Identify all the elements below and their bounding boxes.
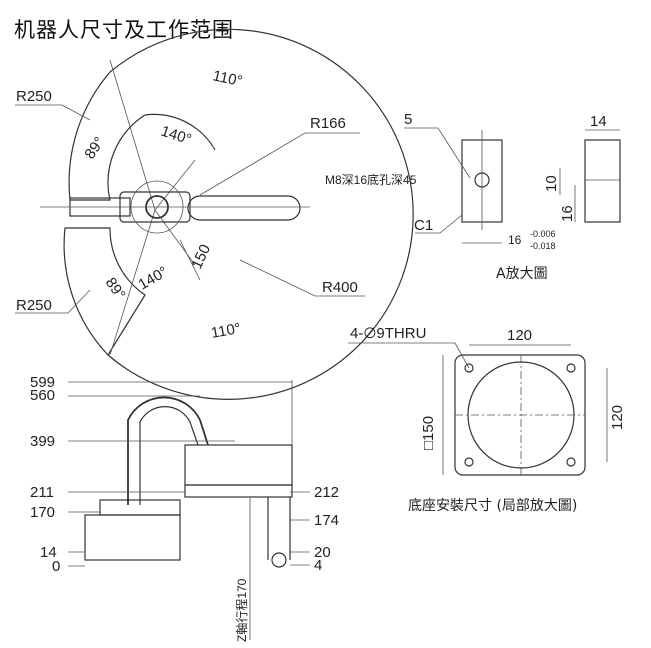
label-14: 14 [590, 113, 607, 130]
label-holes: 4-∅9THRU [350, 325, 426, 342]
joint-block [99, 499, 181, 516]
arm-bottom [184, 484, 293, 498]
label-211: 211 [30, 484, 54, 501]
cable-hose [127, 396, 209, 505]
label-4: 4 [314, 557, 322, 574]
second-arm [187, 195, 301, 221]
label-150: 150 [188, 242, 214, 272]
axis-line [109, 59, 156, 211]
leader-holes [348, 342, 470, 369]
label-r166: R166 [310, 115, 346, 132]
axis-line [109, 209, 156, 356]
detail-a-caption: A放大圖 [496, 266, 548, 282]
label-16: 16 [559, 205, 576, 222]
label-89-bottom: 89° [102, 275, 129, 303]
label-0: 0 [52, 558, 60, 575]
label-5: 5 [404, 111, 412, 128]
tol-base: 16 [508, 233, 522, 247]
label-150-sq: □150 [420, 416, 437, 450]
label-20: 20 [314, 544, 331, 561]
lower-envelope [63, 227, 146, 356]
page-title: 机器人尺寸及工作范围 [14, 18, 234, 42]
shaft-end [271, 552, 287, 568]
label-140-bottom: 140° [136, 263, 171, 293]
mount-hole [464, 457, 474, 467]
shaft-end [584, 139, 621, 223]
axis-line [154, 159, 196, 211]
label-10: 10 [543, 175, 560, 192]
label-110-bottom: 110° [210, 320, 242, 342]
label-r400: R400 [322, 279, 358, 296]
label-140-top: 140° [159, 123, 194, 149]
label-r250-bottom: R250 [16, 297, 52, 314]
label-212: 212 [314, 484, 339, 501]
label-170: 170 [30, 504, 55, 521]
label-120-h: 120 [609, 405, 626, 430]
leader-r250-bottom [15, 289, 91, 314]
label-599: 599 [30, 374, 55, 391]
label-r250-top: R250 [16, 88, 52, 105]
label-c1: C1 [414, 217, 433, 234]
base-view: 4-∅9THRU 120 □150 120 底座安裝尺寸 (局部放大圖) [348, 325, 626, 514]
upper-envelope [68, 71, 146, 201]
second-arm-side [184, 444, 293, 486]
hole-note: M8深16底孔深45 [325, 172, 417, 187]
inner-arc [144, 113, 216, 151]
mount-hole [566, 363, 576, 373]
leader-5 [404, 127, 471, 179]
outer-arc-r400 [107, 28, 414, 400]
leader-r166 [199, 132, 360, 196]
tol-upper: -0.006 [530, 229, 556, 239]
dim-150-line [179, 239, 201, 281]
leader-c1 [415, 214, 463, 234]
axis-line [154, 209, 196, 266]
mount-hole [464, 363, 474, 373]
leader-r250-top [15, 104, 91, 121]
top-view: R250 R250 R166 R400 110° 110° 140° 140° … [15, 28, 414, 400]
label-89-top: 89° [81, 134, 108, 162]
base-block [84, 514, 181, 561]
label-560: 560 [30, 387, 55, 404]
detail-a-view: 5 14 10 16 M8深16底孔深45 C1 16 -0.006 -0.01… [325, 111, 621, 282]
mount-hole [566, 457, 576, 467]
base-caption: 底座安裝尺寸 (局部放大圖) [408, 498, 577, 514]
cable-hose-inner [139, 406, 199, 505]
label-399: 399 [30, 433, 55, 450]
leader-r400 [239, 259, 365, 297]
side-view: 599 560 399 211 170 14 0 212 174 20 4 Z軸… [30, 374, 339, 642]
label-z-stroke: Z軸行程170 [234, 578, 249, 642]
tol-lower: -0.018 [530, 241, 556, 251]
label-120-w: 120 [507, 327, 532, 344]
label-14: 14 [40, 544, 57, 561]
label-174: 174 [314, 512, 339, 529]
label-110-top: 110° [211, 67, 244, 90]
